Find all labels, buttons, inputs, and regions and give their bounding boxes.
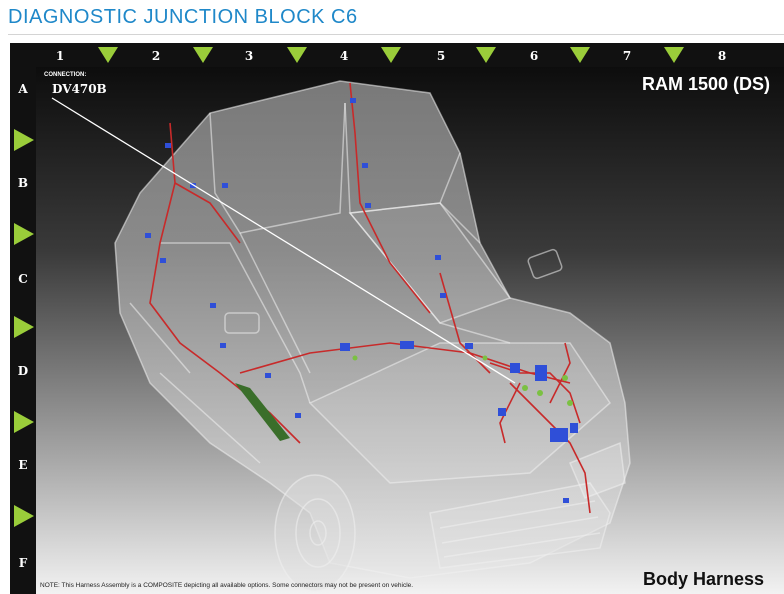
down-arrow-icon	[570, 47, 590, 63]
connection-id: DV470B	[52, 82, 107, 96]
down-arrow-icon	[476, 47, 496, 63]
connector	[563, 498, 569, 503]
right-arrow-icon	[14, 411, 34, 433]
column-label: 7	[623, 49, 631, 63]
row-label: D	[18, 364, 28, 378]
down-arrow-icon	[381, 47, 401, 63]
row-label: C	[18, 272, 28, 286]
diagram-canvas: 1 2 3 4 5 6 7 8 A B C D E F	[10, 43, 784, 594]
harness-label: Body Harness	[643, 569, 764, 589]
harness-sleeve	[235, 383, 290, 441]
column-label: 5	[437, 49, 445, 63]
column-ruler	[10, 43, 784, 67]
row-label: E	[18, 458, 27, 472]
composite-note: NOTE: This Harness Assembly is a COMPOSI…	[40, 582, 413, 589]
connector	[570, 423, 578, 433]
connector	[295, 413, 301, 418]
connector	[210, 303, 216, 308]
right-arrow-icon	[14, 505, 34, 527]
connector	[365, 203, 371, 208]
page-title: DIAGNOSTIC JUNCTION BLOCK C6	[8, 6, 358, 28]
connector	[145, 233, 151, 238]
vehicle-label: RAM 1500 (DS)	[642, 74, 770, 94]
connector	[498, 408, 506, 416]
row-label: F	[19, 556, 28, 570]
row-markers	[14, 129, 34, 527]
connector	[222, 183, 228, 188]
harness-diagram: 1 2 3 4 5 6 7 8 A B C D E F	[10, 43, 784, 594]
down-arrow-icon	[664, 47, 684, 63]
connector-markers	[145, 98, 578, 503]
column-label: 2	[152, 49, 160, 63]
connector	[510, 363, 520, 373]
connection-caption: CONNECTION:	[44, 72, 86, 78]
connector	[535, 365, 547, 381]
connector	[440, 293, 446, 298]
connector	[465, 343, 473, 349]
connector	[340, 343, 350, 351]
column-label: 1	[56, 49, 64, 63]
column-label: 4	[340, 49, 348, 63]
connector	[265, 373, 271, 378]
row-label: A	[17, 82, 28, 96]
title-divider	[8, 34, 784, 35]
connector	[350, 98, 356, 103]
leader-line	[51, 97, 516, 384]
down-arrow-icon	[98, 47, 118, 63]
column-markers	[98, 47, 684, 63]
row-label: B	[18, 176, 28, 190]
connector	[165, 143, 171, 148]
connector	[362, 163, 368, 168]
connector	[220, 343, 226, 348]
connector	[400, 341, 414, 349]
vehicle-illustration	[114, 80, 631, 592]
column-label: 8	[718, 49, 726, 63]
right-arrow-icon	[14, 129, 34, 151]
connector	[160, 258, 166, 263]
connector	[550, 428, 568, 442]
connector	[435, 255, 441, 260]
column-label: 3	[245, 49, 253, 63]
column-label: 6	[530, 49, 538, 63]
right-arrow-icon	[14, 223, 34, 245]
down-arrow-icon	[193, 47, 213, 63]
right-arrow-icon	[14, 316, 34, 338]
harness-clips	[352, 355, 573, 406]
down-arrow-icon	[287, 47, 307, 63]
